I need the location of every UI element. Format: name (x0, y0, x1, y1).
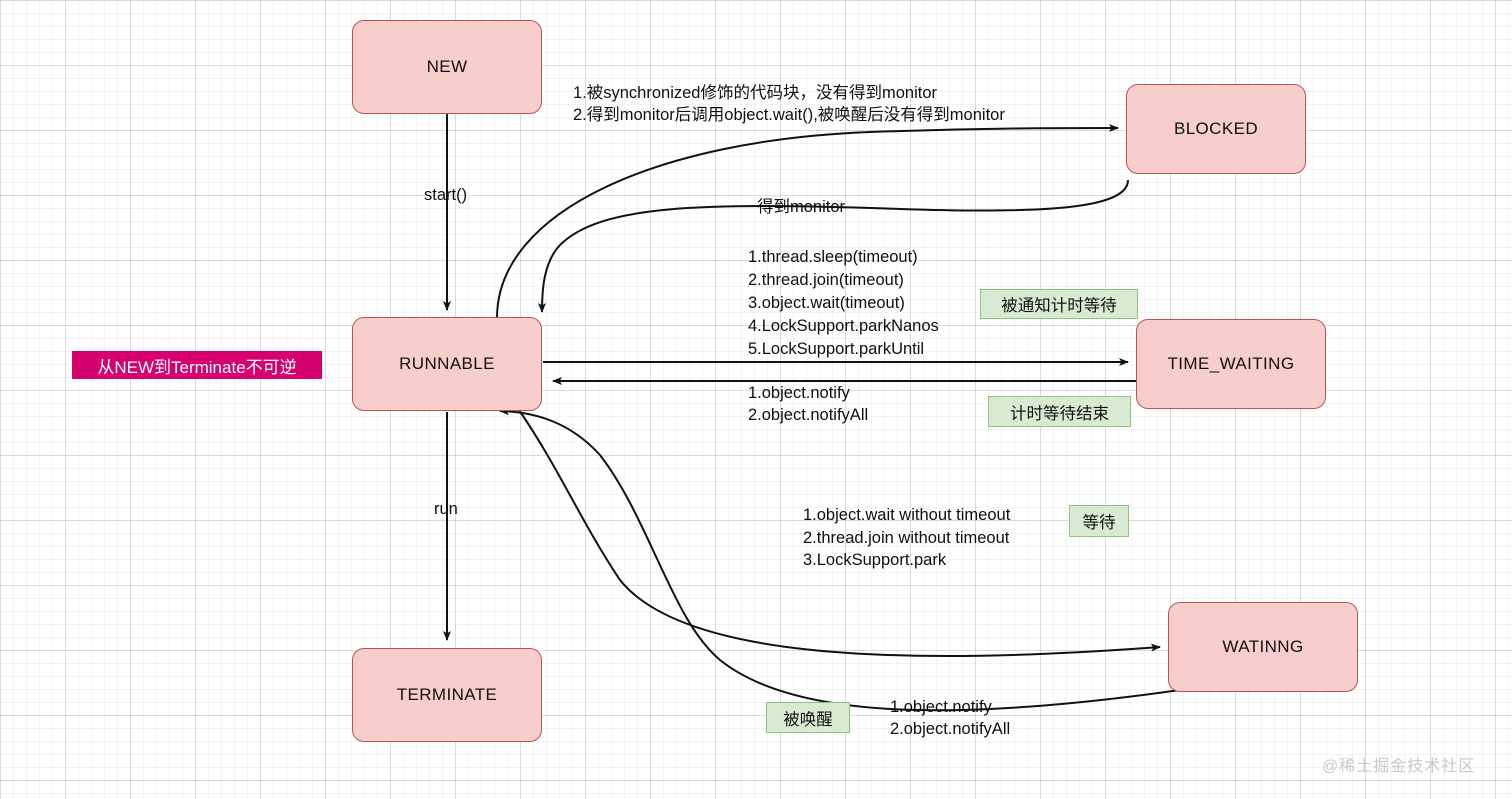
edge-label-from-time-waiting-1: 1.object.notify (748, 384, 850, 402)
note-notified-timed-wait: 被通知计时等待 (980, 289, 1138, 319)
node-new[interactable]: NEW (352, 20, 542, 114)
node-terminate[interactable]: TERMINATE (352, 648, 542, 742)
note-irreversible: 从NEW到Terminate不可逆 (72, 351, 322, 379)
edge-label-to-time-waiting-5: 5.LockSupport.parkUntil (748, 340, 925, 358)
edge-label-to-time-waiting-4: 4.LockSupport.parkNanos (748, 317, 939, 335)
note-waiting-label: 等待 (1082, 514, 1116, 532)
edge-label-to-waiting-2: 2.thread.join without timeout (803, 529, 1010, 547)
edge-label-run: run (434, 500, 458, 518)
node-blocked[interactable]: BLOCKED (1126, 84, 1306, 174)
node-blocked-label: BLOCKED (1173, 119, 1259, 138)
node-waiting[interactable]: WATINNG (1168, 602, 1358, 692)
node-time-waiting[interactable]: TIME_WAITING (1136, 319, 1326, 409)
node-terminate-label: TERMINATE (396, 685, 498, 704)
node-runnable[interactable]: RUNNABLE (352, 317, 542, 411)
edge-label-to-blocked-1: 1.被synchronized修饰的代码块，没有得到monitor (573, 84, 937, 102)
edge-label-from-waiting-2: 2.object.notifyAll (890, 720, 1011, 738)
edge-label-start: start() (424, 186, 468, 204)
edge-label-to-time-waiting-1: 1.thread.sleep(timeout) (748, 248, 918, 266)
edge-label-from-time-waiting-2: 2.object.notifyAll (748, 406, 869, 424)
note-irreversible-label: 从NEW到Terminate不可逆 (97, 357, 297, 377)
edge-label-get-monitor: 得到monitor (757, 198, 846, 216)
edge-label-from-waiting-1: 1.object.notify (890, 698, 992, 716)
node-new-label: NEW (426, 57, 468, 76)
node-time-waiting-label: TIME_WAITING (1167, 354, 1295, 373)
note-timed-wait-end: 计时等待结束 (988, 396, 1131, 427)
edge-label-to-time-waiting-2: 2.thread.join(timeout) (748, 271, 904, 289)
edge-label-to-time-waiting-3: 3.object.wait(timeout) (748, 294, 905, 312)
note-notified-timed-wait-label: 被通知计时等待 (1001, 297, 1117, 315)
note-timed-wait-end-label: 计时等待结束 (1010, 404, 1109, 423)
note-awakened-label: 被唤醒 (783, 710, 833, 729)
watermark: @稀土掘金技术社区 (1322, 758, 1476, 775)
edge-label-to-blocked-2: 2.得到monitor后调用object.wait(),被唤醒后没有得到moni… (573, 106, 1005, 124)
edge-label-to-waiting-1: 1.object.wait without timeout (803, 506, 1011, 524)
note-waiting: 等待 (1069, 505, 1129, 537)
node-runnable-label: RUNNABLE (399, 354, 495, 373)
note-awakened: 被唤醒 (766, 702, 850, 733)
edge-label-to-waiting-3: 3.LockSupport.park (803, 551, 947, 569)
node-waiting-label: WATINNG (1222, 637, 1304, 656)
